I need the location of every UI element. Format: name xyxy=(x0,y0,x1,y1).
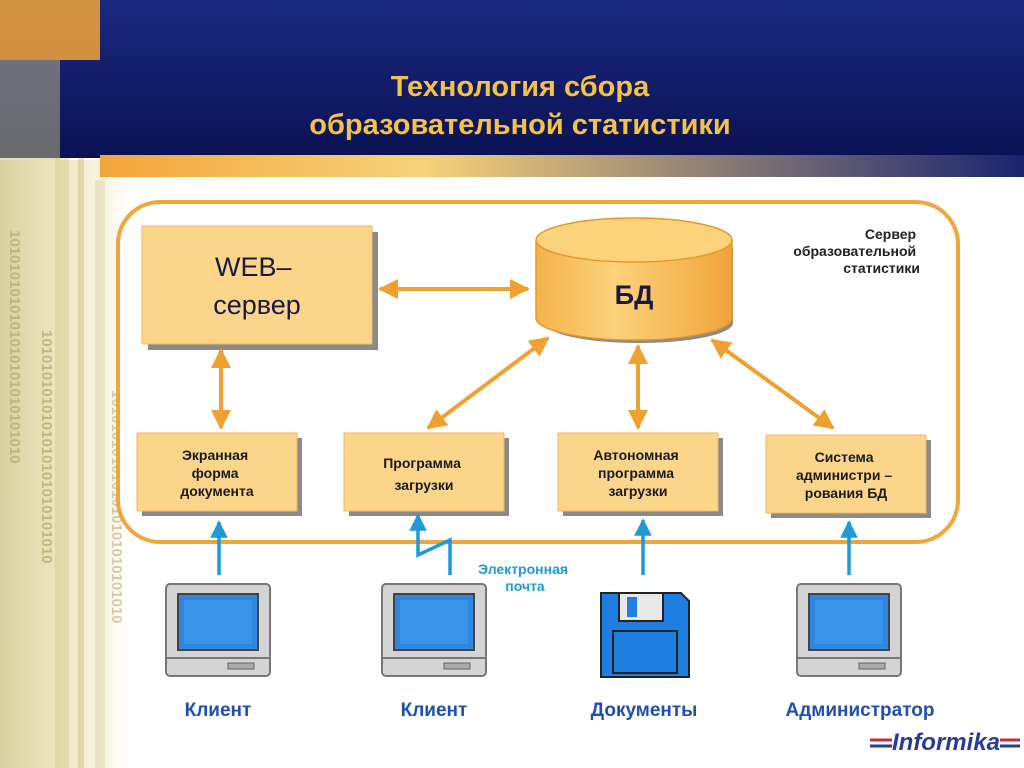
client-label: Клиент xyxy=(401,700,468,721)
email-label: Электронная почта xyxy=(478,561,572,594)
orange-connectors xyxy=(211,279,835,430)
module-label: Автономная программа загрузки xyxy=(593,447,682,499)
binary-digits-column-2: 1010101010101010101010101010 xyxy=(38,330,55,564)
module-standalone-upload: Автономная программа загрузки xyxy=(557,432,723,516)
client-label: Клиент xyxy=(185,700,252,721)
administrator-label: Администратор xyxy=(786,700,935,721)
db-upload-arrow xyxy=(426,336,550,430)
server-caption: Сервер образовательной статистики xyxy=(793,226,920,276)
email-lightning-arrow xyxy=(409,513,452,575)
module-label: Экранная форма документа xyxy=(180,447,254,499)
module-label: Программа загрузки xyxy=(383,455,465,493)
documents-label: Документы xyxy=(591,700,698,721)
informika-logo: Informika xyxy=(870,729,1020,756)
title-line-1: Технология сбора xyxy=(390,71,650,103)
computer-icon xyxy=(165,583,271,677)
web-server-box: WEB– сервер xyxy=(141,225,378,350)
page-title: Технология сбора образовательной статист… xyxy=(180,68,860,144)
web-server-label: WEB– сервер xyxy=(213,252,301,320)
module-label: Система администри – рования БД xyxy=(796,449,896,501)
database-cylinder: БД xyxy=(535,217,733,343)
module-upload-program: Программа загрузки xyxy=(343,432,509,516)
computer-icon xyxy=(381,583,487,677)
floppy-disk-icon xyxy=(600,592,690,678)
blue-connectors xyxy=(210,513,858,575)
svg-text:Informika: Informika xyxy=(892,729,1000,756)
module-screen-form: Экранная форма документа xyxy=(136,432,302,516)
title-line-2: образовательной статистики xyxy=(309,109,731,141)
database-label: БД xyxy=(615,280,654,310)
module-db-administration: Система администри – рования БД xyxy=(765,434,931,518)
db-admin-arrow xyxy=(710,338,835,430)
computer-icon xyxy=(796,583,902,677)
binary-digits-column-1: 1010101010101010101010101010 xyxy=(6,230,23,464)
